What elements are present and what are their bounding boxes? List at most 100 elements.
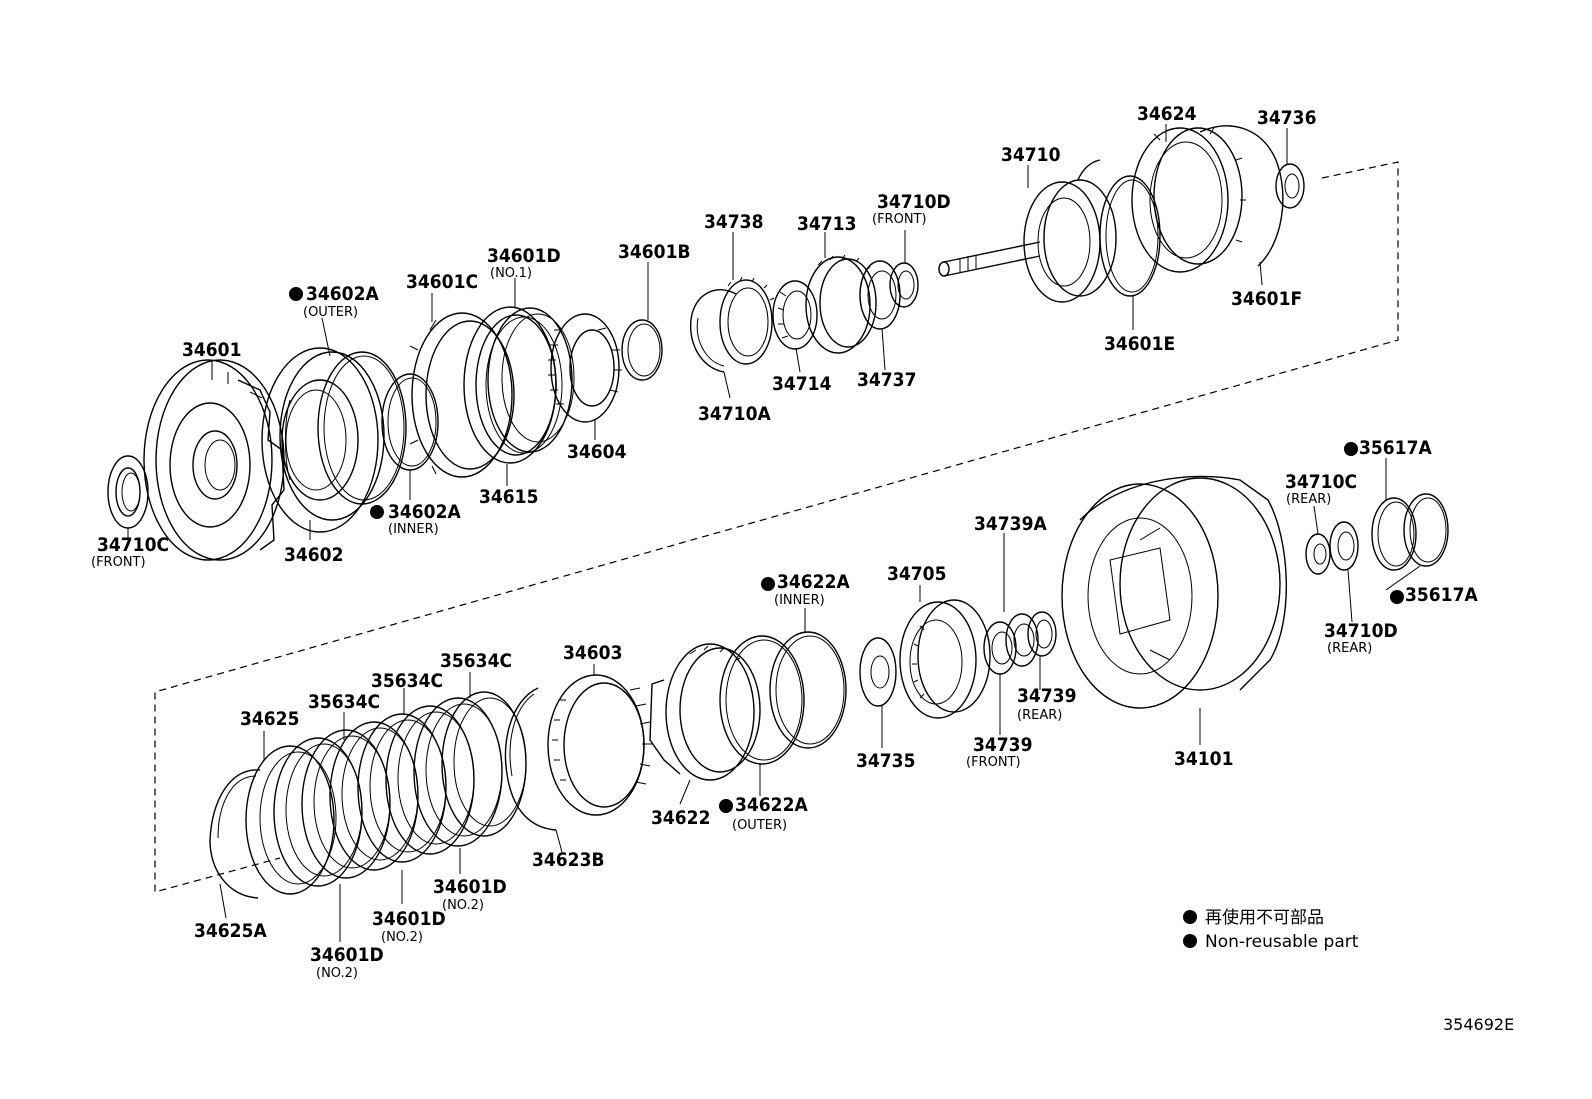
label-34710: 34710 <box>1001 144 1061 166</box>
non-reusable-dot <box>289 287 303 301</box>
part-34713-gear <box>805 254 877 354</box>
note-34601D-no2-a: (NO.2) <box>442 898 484 913</box>
label-34624: 34624 <box>1137 103 1197 125</box>
label-34601F: 34601F <box>1231 288 1302 310</box>
non-reusable-dot <box>1344 442 1358 456</box>
part-34736-washer <box>1275 163 1305 209</box>
part-34624-drum <box>1131 127 1246 273</box>
part-labels: 34601 34710C (FRONT) 34602 34602A (OUTER… <box>91 103 1478 981</box>
label-34601E: 34601E <box>1104 333 1175 355</box>
label-34604: 34604 <box>567 441 627 463</box>
label-34625A: 34625A <box>194 920 267 942</box>
note-34710C-rear: (REAR) <box>1286 492 1331 507</box>
part-34738-gear <box>719 276 775 365</box>
label-34714: 34714 <box>772 373 832 395</box>
part-35617A-seal-top <box>1371 497 1417 571</box>
label-35634C-c: 35634C <box>308 691 380 713</box>
assembly-boundary <box>154 161 1399 893</box>
part-34623B-snap-ring <box>504 687 557 831</box>
non-reusable-dot <box>370 505 384 519</box>
label-34601D-no2-b: 34601D <box>372 908 446 930</box>
note-34710D-front: (FRONT) <box>872 212 927 227</box>
part-34602-piston <box>261 347 385 533</box>
part-34603-spring-retainer <box>547 674 652 816</box>
label-34602A-outer: 34602A <box>306 283 379 305</box>
part-34615-disc <box>487 307 575 453</box>
label-34602A-inner: 34602A <box>388 501 461 523</box>
label-34710D-rear: 34710D <box>1324 620 1398 642</box>
part-34622A-outer-oring <box>719 635 805 765</box>
label-34601B: 34601B <box>618 241 691 263</box>
label-34625: 34625 <box>240 708 299 730</box>
part-34625A-snap-ring <box>209 769 261 899</box>
note-34601D-no1: (NO.1) <box>490 266 532 281</box>
part-34601B-snap-ring <box>621 319 663 381</box>
part-34714-bearing <box>772 280 818 350</box>
note-34622A-inner: (INNER) <box>774 593 825 608</box>
non-reusable-dot <box>761 577 775 591</box>
label-34705: 34705 <box>887 563 946 585</box>
label-34710C-front: 34710C <box>97 534 169 556</box>
label-34601: 34601 <box>182 339 241 361</box>
part-35617A-seal-bottom <box>1403 493 1449 567</box>
note-34622A-outer: (OUTER) <box>732 818 787 833</box>
label-34710A: 34710A <box>698 403 771 425</box>
part-34101-case <box>1061 475 1287 709</box>
note-34602A-inner: (INNER) <box>388 522 439 537</box>
label-35617A-top: 35617A <box>1359 437 1432 459</box>
part-34601C-plate <box>409 312 515 478</box>
label-34735: 34735 <box>856 750 915 772</box>
label-34739-rear: 34739 <box>1017 685 1076 707</box>
non-reusable-dot <box>719 799 733 813</box>
label-34601D-no2-c: 34601D <box>310 944 384 966</box>
label-34713: 34713 <box>797 213 856 235</box>
label-34615: 34615 <box>479 486 538 508</box>
non-reusable-dot <box>1390 590 1404 604</box>
part-34622-piston <box>649 643 761 781</box>
part-34710D-front-washer <box>889 262 919 308</box>
part-34739A-bearing <box>1005 613 1039 667</box>
note-34710D-rear: (REAR) <box>1327 641 1372 656</box>
note-34601D-no2-b: (NO.2) <box>381 930 423 945</box>
non-reusable-markers <box>289 287 1404 813</box>
label-34601D-no1: 34601D <box>487 245 561 267</box>
part-34601E-snap-ring <box>1099 175 1161 297</box>
label-34601C: 34601C <box>406 271 478 293</box>
part-34705-ring-gear <box>899 599 991 719</box>
part-34604-spring-retainer <box>548 313 622 423</box>
legend-dot-ja <box>1183 910 1197 924</box>
note-34739-rear: (REAR) <box>1017 708 1062 723</box>
part-34602A-outer-oring <box>317 351 407 505</box>
label-34101: 34101 <box>1174 748 1233 770</box>
diagram-id: 354692E <box>1443 1015 1514 1034</box>
label-35634C-b: 35634C <box>371 670 443 692</box>
part-34739-rear-bearing <box>1027 611 1057 657</box>
label-34623B: 34623B <box>532 849 605 871</box>
label-34737: 34737 <box>857 369 916 391</box>
leader-lines <box>127 124 1421 942</box>
part-34601F-snap-ring <box>1199 125 1284 267</box>
label-34710D-front: 34710D <box>877 191 951 213</box>
note-34601D-no2-c: (NO.2) <box>316 966 358 981</box>
legend-text-ja: 再使用不可部品 <box>1205 907 1324 928</box>
label-34739A: 34739A <box>974 513 1047 535</box>
label-35617A-bottom: 35617A <box>1405 584 1478 606</box>
part-34601-drum <box>143 359 285 561</box>
note-34710C-front: (FRONT) <box>91 555 146 570</box>
part-34625-plate <box>245 745 337 895</box>
part-34735-washer <box>859 637 897 707</box>
label-35634C-a: 35634C <box>440 650 512 672</box>
label-34710C-rear: 34710C <box>1285 471 1357 493</box>
part-34710A-snap-ring <box>690 289 737 373</box>
part-34710C-rear-washer <box>1305 533 1331 575</box>
label-34739-front: 34739 <box>973 734 1032 756</box>
label-34622: 34622 <box>651 807 710 829</box>
part-34710D-rear-bearing <box>1329 521 1359 571</box>
legend: 再使用不可部品 Non-reusable part <box>1183 907 1359 952</box>
part-34622A-inner-oring <box>769 631 847 749</box>
label-34622A-outer: 34622A <box>735 794 808 816</box>
part-34601D-no1-disc <box>463 306 563 464</box>
label-34738: 34738 <box>704 211 763 233</box>
label-34603: 34603 <box>563 642 622 664</box>
